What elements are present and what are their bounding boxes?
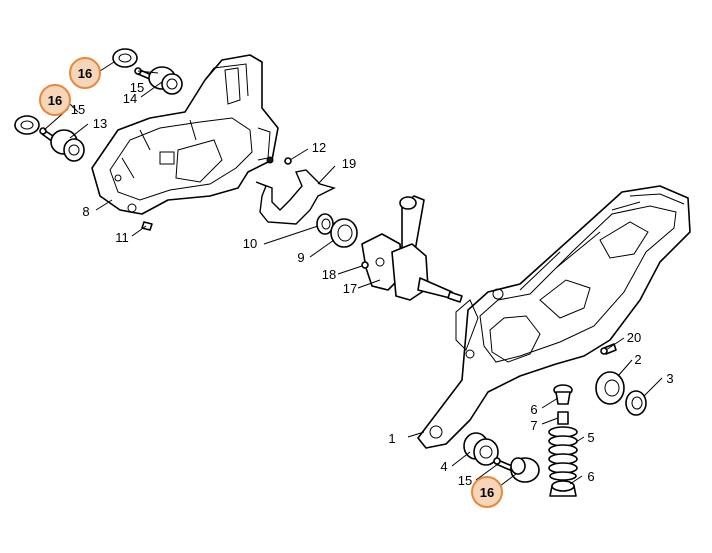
- callout-15-upper: 15: [130, 80, 144, 95]
- callout-14: 14: [123, 91, 137, 106]
- callout-13: 13: [93, 116, 107, 131]
- callout-6-bottom: 6: [587, 469, 594, 484]
- callout-8: 8: [82, 204, 89, 219]
- highlight-markers: [39, 57, 503, 508]
- callout-9: 9: [297, 250, 304, 265]
- callout-3: 3: [666, 371, 673, 386]
- oil-seal-3: [625, 390, 647, 416]
- ball-bearing-9: [330, 218, 358, 248]
- highlight-circle-16: [39, 84, 71, 116]
- callout-17: 17: [343, 281, 357, 296]
- grommet-16-left: [14, 115, 40, 135]
- cap-16-lower: [510, 457, 540, 483]
- callout-7: 7: [530, 418, 537, 433]
- spring-5: [548, 426, 578, 481]
- screw-12: [284, 157, 292, 165]
- callout-4: 4: [440, 459, 447, 474]
- annular-buffer-4: [463, 432, 499, 466]
- crankcase-main-1: [417, 185, 691, 449]
- screw-15-lower: [493, 457, 513, 471]
- callout-1: 1: [388, 431, 395, 446]
- callout-16-top: 16: [78, 66, 92, 81]
- callout-12: 12: [312, 140, 326, 155]
- highlight-circle-16: [471, 476, 503, 508]
- plug-6-top: [553, 384, 573, 405]
- callout-10: 10: [243, 236, 257, 251]
- ball-bearing-2: [595, 371, 625, 405]
- callout-15-lower: 15: [458, 473, 472, 488]
- callout-2: 2: [634, 352, 641, 367]
- plug-6-bottom: [549, 480, 577, 497]
- callout-16-left: 16: [48, 93, 62, 108]
- callout-18: 18: [322, 267, 336, 282]
- crankshaft-17: [361, 195, 463, 303]
- annular-buffer-13: [50, 129, 85, 162]
- screw-18: [361, 261, 369, 269]
- grommet-16-top: [112, 48, 138, 68]
- highlight-circle-16: [69, 57, 101, 89]
- annular-buffer-14: [148, 66, 183, 95]
- callout-6-top: 6: [530, 402, 537, 417]
- gasket-19: [255, 169, 336, 225]
- oil-seal-10: [316, 213, 334, 235]
- callout-5: 5: [587, 430, 594, 445]
- washer-7: [557, 411, 569, 425]
- callout-11: 11: [115, 230, 129, 245]
- crankcase-half-upper: [91, 54, 279, 215]
- callout-labels: 1 2 3 4 5 6 6 7 8 9 10 11 12 13 14 15 15…: [48, 66, 674, 500]
- callout-19: 19: [342, 156, 356, 171]
- callout-20: 20: [627, 330, 641, 345]
- screw-11: [141, 221, 153, 231]
- screw-20: [600, 343, 617, 355]
- callout-16-lower: 16: [480, 485, 494, 500]
- leader-lines: [43, 61, 663, 487]
- callout-15-left: 15: [71, 102, 85, 117]
